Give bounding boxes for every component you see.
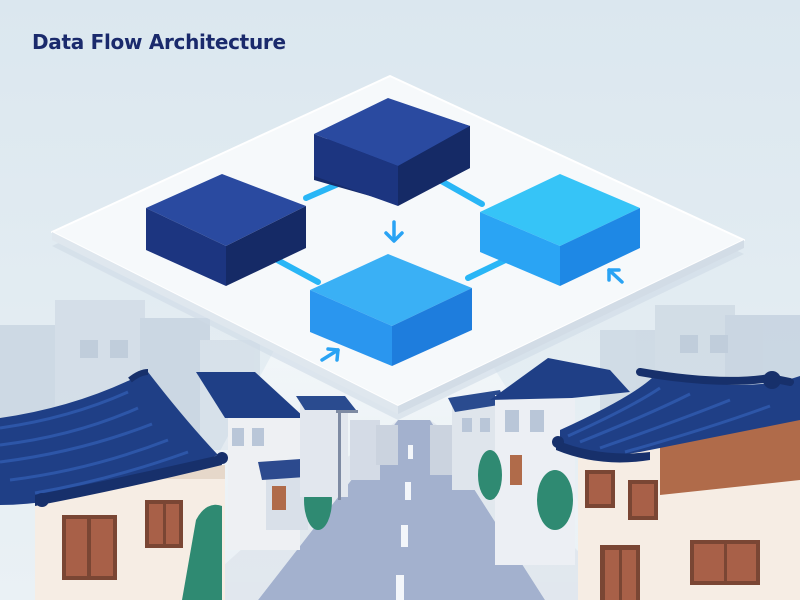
left-hanok-house: [0, 369, 228, 600]
node-right: [480, 174, 640, 286]
left-buildings: [196, 372, 398, 550]
diagram-platform: [51, 75, 745, 420]
arrow-down-icon: [384, 220, 404, 243]
arrow-up-right-icon: [320, 347, 340, 362]
node-top: [314, 98, 470, 206]
diagram-title: Data Flow Architecture: [32, 30, 286, 54]
right-hanok-house: [552, 368, 800, 600]
arrow-up-left-icon: [607, 268, 624, 284]
right-buildings: [430, 358, 630, 565]
node-bottom: [310, 254, 472, 366]
connector-center-to-right: [433, 175, 485, 207]
node-left: [146, 174, 306, 286]
